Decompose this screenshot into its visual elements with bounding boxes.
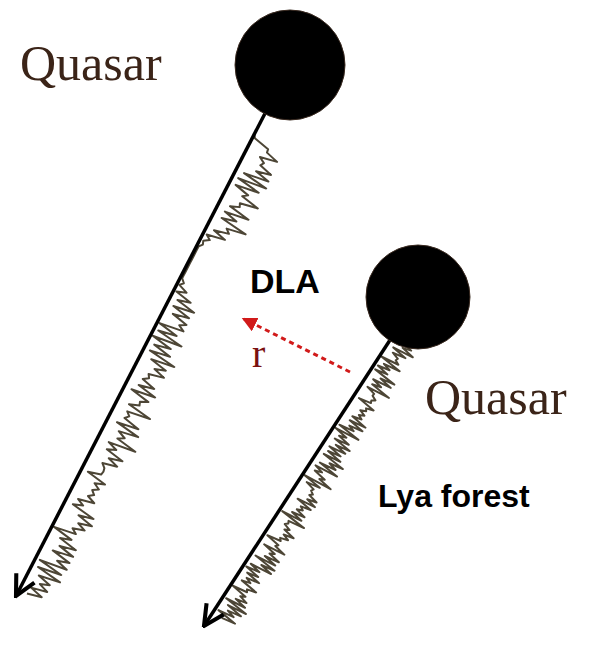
quasar-circle xyxy=(366,245,470,349)
sightline-arrow xyxy=(16,65,290,596)
quasar-spectrum xyxy=(218,330,412,624)
quasar-label: Quasar xyxy=(20,38,162,88)
dla-label: DLA xyxy=(250,264,320,298)
quasar-spectrum xyxy=(27,134,277,597)
sightline-arrow xyxy=(204,297,418,626)
separation-label: r xyxy=(252,334,265,374)
quasar-circle xyxy=(235,10,345,120)
forest-label: Lya forest xyxy=(378,480,530,512)
quasar-label: Quasar xyxy=(425,372,567,422)
